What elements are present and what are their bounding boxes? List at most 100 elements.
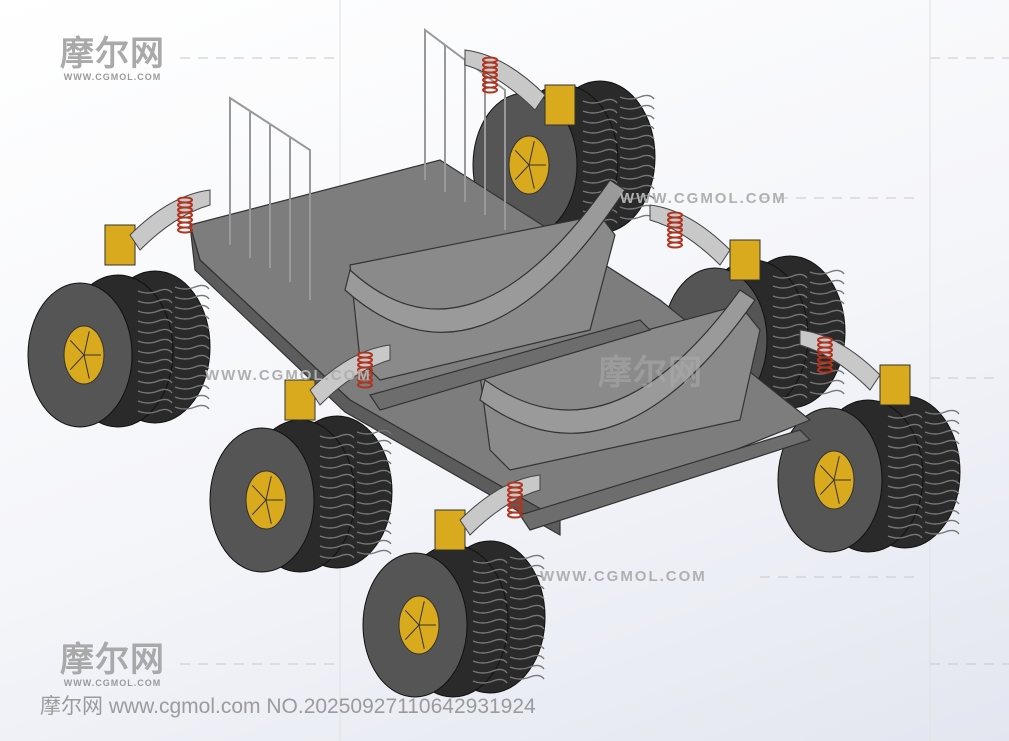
- watermark-logo-top: 摩尔网 WWW.CGMOL.COM: [60, 34, 165, 82]
- arm: [799, 329, 881, 391]
- tread: [137, 288, 173, 294]
- tread: [137, 348, 173, 354]
- tread: [772, 383, 808, 389]
- spoke: [514, 164, 530, 181]
- tread: [924, 519, 960, 525]
- tread: [582, 128, 618, 134]
- tread: [619, 174, 655, 180]
- tread: [356, 519, 392, 525]
- tread: [174, 294, 210, 300]
- spoke: [69, 354, 85, 371]
- arm: [464, 49, 546, 111]
- tread: [619, 94, 655, 100]
- wheels-left: [27, 270, 546, 698]
- tread: [772, 363, 808, 369]
- tread: [356, 469, 392, 475]
- tread: [137, 298, 173, 304]
- knuckle: [544, 84, 576, 126]
- tread: [319, 543, 355, 549]
- tread: [137, 378, 173, 384]
- tread: [319, 503, 355, 509]
- tread: [887, 483, 923, 489]
- tread: [356, 449, 392, 455]
- spoke: [404, 609, 420, 626]
- spoke: [251, 499, 267, 516]
- tread: [509, 584, 545, 590]
- tread: [772, 293, 808, 299]
- tread: [356, 479, 392, 485]
- tread: [924, 469, 960, 475]
- tread: [772, 273, 808, 279]
- tread: [137, 408, 173, 414]
- tread: [887, 503, 923, 509]
- tread: [174, 344, 210, 350]
- tread: [137, 308, 173, 314]
- watermark-url-1: WWW.CGMOL.COM: [620, 190, 787, 207]
- tread: [319, 513, 355, 519]
- tread: [319, 523, 355, 529]
- knuckle: [434, 509, 466, 551]
- watermark-url-2: WWW.CGMOL.COM: [205, 367, 372, 384]
- tread: [472, 578, 508, 584]
- tread: [174, 394, 210, 400]
- tread: [319, 533, 355, 539]
- tread: [887, 513, 923, 519]
- spoke: [833, 479, 840, 504]
- tread: [472, 568, 508, 574]
- tread: [887, 443, 923, 449]
- tread: [356, 489, 392, 495]
- tread: [772, 303, 808, 309]
- wheel-pair: [362, 540, 546, 698]
- tread: [582, 118, 618, 124]
- tread: [356, 439, 392, 445]
- spoke: [69, 339, 85, 356]
- spoke: [418, 601, 425, 626]
- suspension-arm: [434, 474, 541, 551]
- tread: [772, 373, 808, 379]
- tread: [619, 144, 655, 150]
- tread: [472, 638, 508, 644]
- tread: [356, 459, 392, 465]
- spring-coil: [177, 226, 193, 234]
- tread: [772, 353, 808, 359]
- tread: [356, 429, 392, 435]
- tread: [319, 443, 355, 449]
- tread: [619, 124, 655, 130]
- spring-coil: [667, 241, 683, 249]
- tread: [619, 104, 655, 110]
- tread: [174, 304, 210, 310]
- tread: [319, 493, 355, 499]
- tread: [924, 409, 960, 415]
- tread: [509, 674, 545, 680]
- tread: [509, 654, 545, 660]
- spoke: [528, 164, 535, 189]
- tread: [924, 489, 960, 495]
- suspension-arm: [799, 329, 911, 406]
- tread: [174, 354, 210, 360]
- tread: [887, 493, 923, 499]
- tread: [619, 114, 655, 120]
- tread: [472, 598, 508, 604]
- tread: [137, 318, 173, 324]
- spring-coil: [507, 511, 523, 519]
- tread: [924, 499, 960, 505]
- tread: [137, 358, 173, 364]
- saddle-2: [479, 289, 756, 434]
- spoke: [833, 456, 840, 481]
- tread: [809, 289, 845, 295]
- tread: [509, 644, 545, 650]
- tread: [582, 138, 618, 144]
- spring-coil: [817, 366, 833, 374]
- tread: [472, 648, 508, 654]
- tread: [509, 664, 545, 670]
- saddle-1: [344, 179, 626, 333]
- tread: [619, 154, 655, 160]
- spoke: [528, 141, 535, 166]
- wheel-pair: [27, 270, 211, 428]
- rail-1: [369, 319, 652, 411]
- tread: [887, 533, 923, 539]
- tread: [509, 594, 545, 600]
- tread: [174, 404, 210, 410]
- tread: [472, 628, 508, 634]
- construction-lines: [180, 57, 1009, 665]
